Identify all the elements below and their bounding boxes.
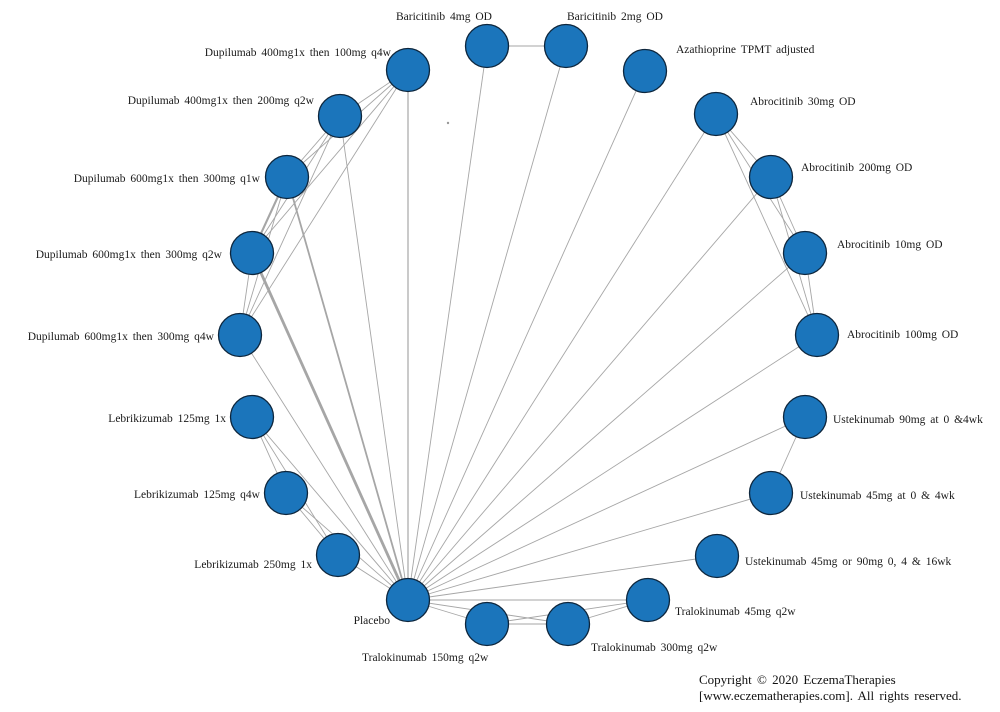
edge-placebo-ust45 (407, 492, 772, 601)
node-dupi400q2w (317, 93, 363, 139)
node-label-bari4: Baricitinib 4mg OD (396, 11, 492, 23)
node-label-dupi400q2w: Dupilumab 400mg1x then 200mg q2w (128, 95, 315, 107)
node-abro30 (693, 91, 739, 137)
copyright-line-2: [www.eczematherapies.com]. All rights re… (699, 687, 962, 703)
edge-placebo-aza (407, 70, 646, 601)
edge-placebo-dupi400q2w (339, 115, 409, 601)
node-label-lebri125q4w: Lebrikizumab 125mg q4w (134, 489, 261, 501)
node-label-dupi600q4w: Dupilumab 600mg1x then 300mg q4w (28, 331, 215, 343)
node-label-aza: Azathioprine TPMT adjusted (676, 44, 815, 56)
node-tralo300 (545, 601, 591, 647)
edge-placebo-dupi600q1w (286, 176, 409, 601)
node-label-ust90: Ustekinumab 90mg at 0 &4wk (833, 414, 983, 426)
node-lebri125q4w (263, 470, 309, 516)
edge-dupi600q2w-dupi400q4w (251, 69, 409, 254)
nodes-layer (217, 23, 840, 647)
edge-abro30-abro100 (715, 113, 818, 336)
edge-placebo-ust90 (407, 416, 806, 601)
node-dupi600q4w (217, 312, 263, 358)
node-bari4 (464, 23, 510, 69)
node-tralo45 (625, 577, 671, 623)
edge-placebo-abro200 (407, 176, 772, 601)
node-label-lebri250: Lebrikizumab 250mg 1x (194, 559, 312, 571)
node-label-ust4590: Ustekinumab 45mg or 90mg 0, 4 & 16wk (745, 556, 952, 568)
node-abro100 (794, 312, 840, 358)
node-dupi400q4w (385, 47, 431, 93)
copyright-line-1: Copyright © 2020 EczemaTherapies (699, 672, 896, 687)
edge-dupi600q4w-dupi400q2w (239, 115, 341, 336)
edge-placebo-bari2 (407, 45, 567, 601)
node-lebri125 (229, 394, 275, 440)
node-ust90 (782, 394, 828, 440)
node-label-abro30: Abrocitinib 30mg OD (750, 96, 856, 108)
node-label-tralo300: Tralokinumab 300mg q2w (591, 642, 718, 654)
node-label-tralo150: Tralokinumab 150mg q2w (362, 652, 489, 664)
node-label-tralo45: Tralokinumab 45mg q2w (675, 606, 796, 618)
edge-placebo-dupi600q2w (250, 252, 410, 601)
edge-placebo-lebri125 (251, 416, 409, 601)
node-aza (622, 48, 668, 94)
edge-placebo-abro100 (407, 334, 818, 601)
edge-placebo-abro30 (407, 113, 717, 601)
node-label-ust45: Ustekinumab 45mg at 0 & 4wk (800, 490, 955, 502)
node-bari2 (543, 23, 589, 69)
stray-dot-artifact (446, 121, 450, 125)
node-dupi600q1w (264, 154, 310, 200)
node-dupi600q2w (229, 230, 275, 276)
node-label-abro200: Abrocitinib 200mg OD (801, 162, 912, 174)
node-label-dupi600q2w: Dupilumab 600mg1x then 300mg q2w (36, 249, 223, 261)
edge-placebo-ust4590 (407, 555, 718, 601)
edge-placebo-dupi600q4w (239, 334, 409, 601)
node-abro10 (782, 230, 828, 276)
node-tralo150 (464, 601, 510, 647)
node-lebri250 (315, 532, 361, 578)
node-abro200 (748, 154, 794, 200)
edge-dupi600q4w-dupi400q4w (239, 69, 409, 336)
node-label-abro100: Abrocitinib 100mg OD (847, 329, 958, 341)
node-label-placebo: Placebo (354, 615, 391, 627)
edge-placebo-bari4 (407, 45, 488, 601)
node-label-dupi600q1w: Dupilumab 600mg1x then 300mg q1w (74, 173, 261, 185)
copyright: Copyright © 2020 EczemaTherapies [www.ec… (699, 672, 962, 703)
labels-layer: Baricitinib 4mg OD Baricitinib 2mg OD Azat… (28, 11, 983, 664)
node-ust4590 (694, 533, 740, 579)
node-label-bari2: Baricitinib 2mg OD (567, 11, 663, 23)
node-placebo (385, 577, 431, 623)
node-label-dupi400q4w: Dupilumab 400mg1x then 100mg q4w (205, 47, 392, 59)
node-label-abro10: Abrocitinib 10mg OD (837, 239, 943, 251)
node-ust45 (748, 470, 794, 516)
node-label-lebri125: Lebrikizumab 125mg 1x (108, 413, 226, 425)
edge-placebo-abro10 (407, 252, 806, 601)
